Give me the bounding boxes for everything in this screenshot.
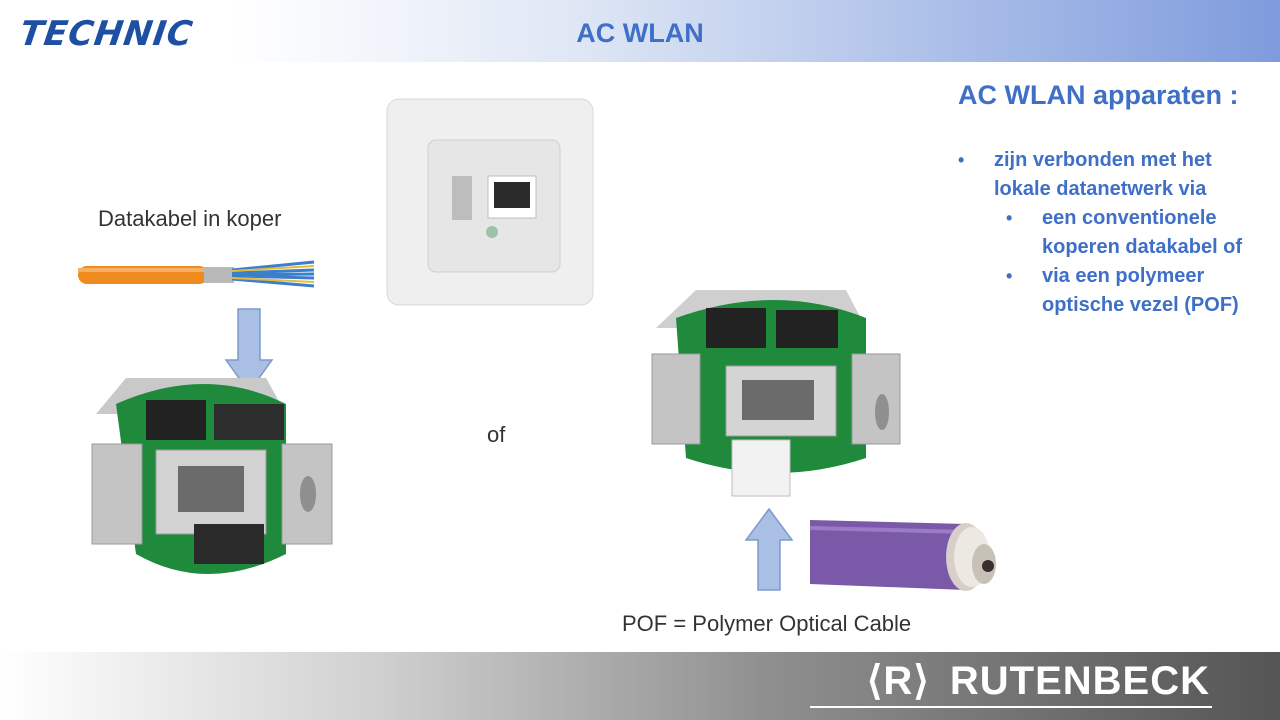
- pof-caption: POF = Polymer Optical Cable: [622, 611, 912, 636]
- copper-cable-image: [78, 260, 315, 288]
- sub-bullet-item-2: • via een polymeer optische vezel (POF): [958, 262, 1272, 320]
- rutenbeck-logo: ⟨R⟩ RUTENBECK: [867, 658, 1210, 704]
- copper-cable-caption: Datakabel in koper: [98, 206, 282, 231]
- slide-footer: [0, 652, 1280, 720]
- down-arrow-icon: [224, 308, 274, 394]
- rutenbeck-underline: [810, 706, 1212, 708]
- sub-bullet-text-2: via een polymeer optische vezel (POF): [1042, 265, 1239, 316]
- slide-header: TECHNIC AC WLAN: [0, 0, 1280, 62]
- rutenbeck-wordmark: RUTENBECK: [949, 659, 1210, 703]
- slide-title: AC WLAN: [576, 18, 704, 48]
- wall-socket-image: [386, 98, 594, 306]
- bullet-text-1: zijn verbonden met het lokale datanetwer…: [994, 149, 1212, 200]
- bullet-dot: •: [1006, 208, 1013, 228]
- bullet-list: • zijn verbonden met het lokale datanetw…: [958, 146, 1272, 320]
- up-arrow-icon: [744, 508, 794, 591]
- rutenbeck-mark: ⟨R⟩: [866, 659, 930, 703]
- bullet-dot: •: [1006, 266, 1013, 286]
- bullet-item-1: • zijn verbonden met het lokale datanetw…: [958, 146, 1234, 204]
- or-caption: of: [487, 422, 506, 447]
- sub-bullet-text-1: een conventionele koperen datakabel of: [1042, 207, 1243, 258]
- pof-socket-module-image: [651, 290, 901, 497]
- bullet-dot: •: [958, 150, 965, 170]
- pof-cable-image: [809, 520, 996, 591]
- sub-bullet-item-1: • een conventionele koperen datakabel of: [958, 204, 1272, 262]
- devices-heading: AC WLAN apparaten :: [958, 80, 1239, 110]
- copper-socket-module-image: [91, 378, 333, 574]
